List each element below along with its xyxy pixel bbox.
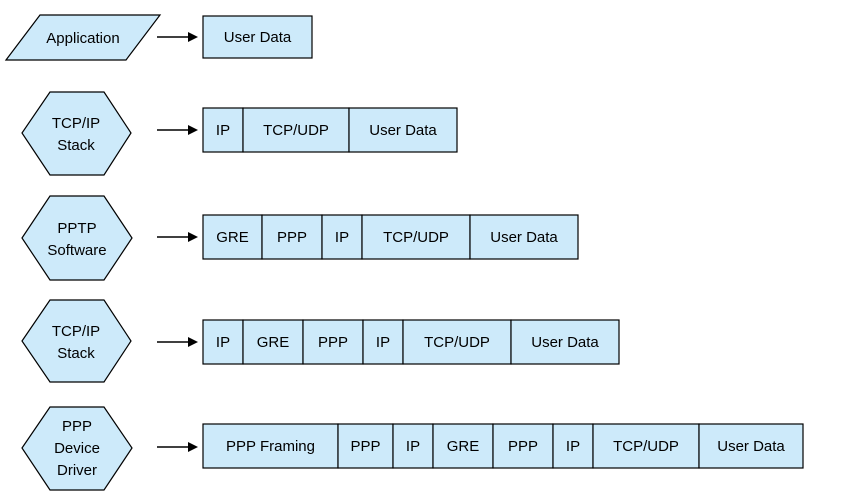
- packet-cell-label: IP: [376, 334, 390, 351]
- shape-ppp-device-driver-hexagon[interactable]: [21, 406, 133, 491]
- packet-cell[interactable]: [202, 319, 244, 365]
- packet-cell-label: TCP/UDP: [263, 122, 329, 139]
- packet-cell-label: PPP: [350, 438, 380, 455]
- shape-label-pptp-line1: PPTP: [57, 220, 96, 237]
- packet-row-application: User Data: [202, 15, 313, 59]
- packet-cell-label: IP: [335, 229, 349, 246]
- shape-tcpip-stack-hexagon[interactable]: [21, 299, 132, 383]
- row-application: Application User Data: [4, 14, 313, 61]
- packet-row-pptp: GRE PPP IP TCP/UDP User Data: [202, 214, 579, 260]
- packet-cell-label: User Data: [224, 29, 292, 46]
- arrow-right-icon: [188, 337, 198, 347]
- packet-cell[interactable]: [337, 423, 394, 469]
- packet-cell-label: IP: [216, 122, 230, 139]
- packet-cell[interactable]: [592, 423, 700, 469]
- packet-cell-label: GRE: [257, 334, 290, 351]
- shape-label-ppp-line2: Device: [54, 440, 100, 457]
- packet-cell-label: PPP: [318, 334, 348, 351]
- packet-cell[interactable]: [348, 107, 458, 153]
- packet-cell-label: PPP: [508, 438, 538, 455]
- packet-cell-label: User Data: [490, 229, 558, 246]
- shape-application-parallelogram[interactable]: [4, 14, 162, 61]
- shape-label-ppp-line3: Driver: [57, 462, 97, 479]
- arrow-ppp-device-driver: [157, 442, 198, 452]
- packet-row-tcpip-2: IP GRE PPP IP TCP/UDP User Data: [202, 319, 620, 365]
- row-pptp-software: PPTP Software GRE PPP IP TCP/UDP User Da…: [21, 195, 579, 281]
- packet-cell-label: PPP Framing: [226, 438, 315, 455]
- shape-label-tcpip-line2: Stack: [57, 137, 95, 154]
- shape-pptp-software-hexagon[interactable]: [21, 195, 133, 281]
- shape-label-pptp-line2: Software: [47, 242, 106, 259]
- packet-cell-label: TCP/UDP: [613, 438, 679, 455]
- packet-cell[interactable]: [361, 214, 471, 260]
- packet-cell-label: IP: [406, 438, 420, 455]
- row-ppp-device-driver: PPP Device Driver PPP Framing PPP IP GRE…: [21, 406, 804, 491]
- packet-cell[interactable]: [202, 15, 313, 59]
- packet-cell-label: PPP: [277, 229, 307, 246]
- packet-cell[interactable]: [202, 214, 263, 260]
- packet-cell-label: TCP/UDP: [383, 229, 449, 246]
- packet-cell[interactable]: [510, 319, 620, 365]
- shape-label-ppp-line1: PPP: [62, 418, 92, 435]
- shape-label-tcpip-line2: Stack: [57, 345, 95, 362]
- arrow-pptp-software: [157, 232, 198, 242]
- shape-label-tcpip-line1: TCP/IP: [52, 115, 100, 132]
- packet-cell-label: User Data: [531, 334, 599, 351]
- row-tcpip-stack-2: TCP/IP Stack IP GRE PPP IP TCP/UDP User …: [21, 299, 620, 383]
- packet-cell-label: User Data: [369, 122, 437, 139]
- packet-cell-label: GRE: [447, 438, 480, 455]
- packet-cell-label: TCP/UDP: [424, 334, 490, 351]
- arrow-right-icon: [188, 232, 198, 242]
- arrow-application: [157, 32, 198, 42]
- arrow-right-icon: [188, 125, 198, 135]
- packet-cell[interactable]: [698, 423, 804, 469]
- packet-cell-label: IP: [566, 438, 580, 455]
- packet-cell-label: IP: [216, 334, 230, 351]
- arrow-tcpip-stack-2: [157, 337, 198, 347]
- row-tcpip-stack-1: TCP/IP Stack IP TCP/UDP User Data: [21, 91, 458, 176]
- packet-cell[interactable]: [302, 319, 364, 365]
- packet-cell[interactable]: [362, 319, 404, 365]
- packet-row-tcpip-1: IP TCP/UDP User Data: [202, 107, 458, 153]
- shape-tcpip-stack-hexagon[interactable]: [21, 91, 132, 176]
- packet-cell[interactable]: [242, 319, 304, 365]
- packet-cell[interactable]: [202, 423, 339, 469]
- arrow-right-icon: [188, 442, 198, 452]
- packet-cell[interactable]: [492, 423, 554, 469]
- packet-row-ppp-device-driver: PPP Framing PPP IP GRE PPP IP TCP/UDP Us…: [202, 423, 804, 469]
- packet-cell-label: User Data: [717, 438, 785, 455]
- packet-cell[interactable]: [469, 214, 579, 260]
- shape-label-tcpip-line1: TCP/IP: [52, 323, 100, 340]
- packet-cell[interactable]: [402, 319, 512, 365]
- packet-cell[interactable]: [242, 107, 350, 153]
- packet-cell-label: GRE: [216, 229, 249, 246]
- arrow-right-icon: [188, 32, 198, 42]
- packet-cell[interactable]: [261, 214, 323, 260]
- packet-cell[interactable]: [321, 214, 363, 260]
- arrow-tcpip-stack-1: [157, 125, 198, 135]
- shape-label-application: Application: [46, 30, 119, 47]
